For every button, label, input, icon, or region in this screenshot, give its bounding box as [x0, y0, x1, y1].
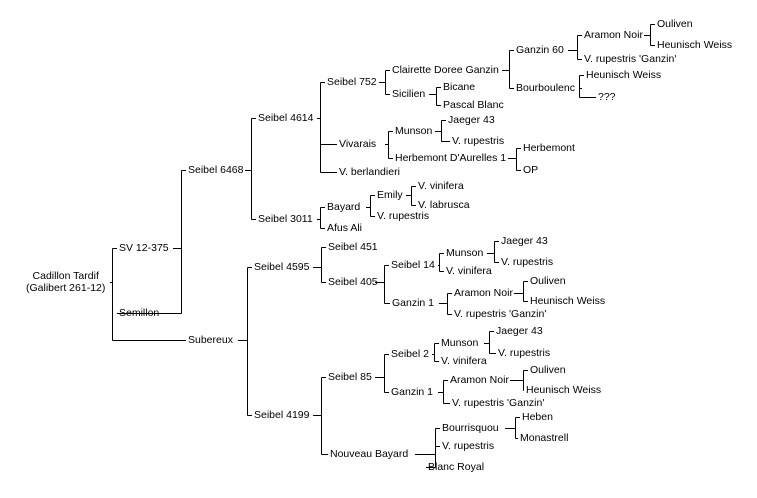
- node-ouliven: Ouliven: [657, 18, 693, 30]
- node-v-vinifera: V. vinifera: [418, 180, 464, 192]
- node-vivarais: Vivarais: [339, 138, 377, 150]
- node-seibel-4199: Seibel 4199: [254, 409, 310, 421]
- node-v-rupestris: V. rupestris: [498, 347, 551, 359]
- node-name: Cadillon Tardif: [32, 270, 99, 282]
- node-seibel-14: Seibel 14: [391, 259, 435, 271]
- node-herbemont: Herbemont: [523, 142, 575, 154]
- node-nouveau-bayard: Nouveau Bayard: [330, 448, 409, 460]
- node-v-rupestris: V. rupestris: [452, 135, 505, 147]
- node-seibel-451: Seibel 451: [328, 241, 378, 253]
- node-v-rupestris: V. rupestris: [442, 440, 495, 452]
- node-ouliven: Ouliven: [530, 364, 566, 376]
- node-munson: Munson: [395, 125, 433, 137]
- node-ouliven: Ouliven: [530, 275, 566, 287]
- node-heunisch-weiss: Heunisch Weiss: [530, 295, 606, 307]
- node-v-rupestris-ganzin: V. rupestris 'Ganzin': [454, 308, 547, 320]
- node-seibel-3011: Seibel 3011: [258, 213, 313, 225]
- node-bourrisquou: Bourrisquou: [442, 422, 499, 434]
- node-ganzin-60: Ganzin 60: [516, 44, 564, 56]
- node-sv-12-375: SV 12-375: [119, 242, 169, 254]
- node-blanc-royal: Blanc Royal: [428, 461, 485, 473]
- node-: ???: [598, 91, 616, 103]
- node-ganzin-1: Ganzin 1: [391, 386, 434, 398]
- node-seibel-4614: Seibel 4614: [258, 112, 314, 124]
- node-pascal-blanc: Pascal Blanc: [443, 99, 504, 111]
- node-ganzin-1: Ganzin 1: [392, 297, 435, 309]
- node-monastrell: Monastrell: [520, 432, 569, 444]
- node-seibel-85: Seibel 85: [328, 371, 372, 383]
- node-munson: Munson: [441, 337, 479, 349]
- node-bayard: Bayard: [327, 201, 361, 213]
- node-v-rupestris: V. rupestris: [377, 210, 430, 222]
- node-munson: Munson: [446, 247, 484, 259]
- node-seibel-405: Seibel 405: [328, 276, 378, 288]
- node-herbemont-d-aurelles-1: Herbemont D'Aurelles 1: [395, 152, 507, 164]
- node-v-rupestris-ganzin: V. rupestris 'Ganzin': [452, 397, 545, 409]
- node-afus-ali: Afus Ali: [327, 222, 363, 234]
- node-seibel-752: Seibel 752: [327, 76, 377, 88]
- node-aramon-noir: Aramon Noir: [454, 287, 513, 299]
- node-v-rupestris-ganzin: V. rupestris 'Ganzin': [584, 53, 677, 65]
- node-aramon-noir: Aramon Noir: [584, 29, 643, 41]
- node-heben: Heben: [522, 411, 553, 423]
- node-bicane: Bicane: [443, 81, 476, 93]
- node-v-vinifera: V. vinifera: [446, 265, 492, 277]
- node-heunisch-weiss: Heunisch Weiss: [526, 384, 602, 396]
- node-v-vinifera: V. vinifera: [441, 355, 487, 367]
- node-aramon-noir: Aramon Noir: [450, 374, 509, 386]
- node-cadillon-tardif: Cadillon Tardif(Galibert 261-12): [26, 270, 105, 294]
- node-semillon: Semillon: [119, 307, 160, 319]
- node-op: OP: [523, 164, 539, 176]
- node-note: (Galibert 261-12): [26, 282, 106, 294]
- node-v-berlandieri: V. berlandieri: [339, 166, 400, 178]
- node-v-labrusca: V. labrusca: [418, 199, 470, 211]
- node-heunisch-weiss: Heunisch Weiss: [586, 69, 662, 81]
- node-subereux: Subereux: [188, 334, 233, 346]
- node-jaeger-43: Jaeger 43: [448, 114, 495, 126]
- node-clairette-doree-ganzin: Clairette Doree Ganzin: [392, 64, 499, 76]
- node-emily: Emily: [377, 189, 403, 201]
- node-bourboulenc: Bourboulenc: [516, 82, 575, 94]
- node-sicilien: Sicilien: [392, 88, 426, 100]
- node-seibel-6468: Seibel 6468: [188, 164, 244, 176]
- node-seibel-4595: Seibel 4595: [254, 261, 310, 273]
- node-seibel-2: Seibel 2: [391, 348, 429, 360]
- node-heunisch-weiss: Heunisch Weiss: [657, 39, 733, 51]
- node-jaeger-43: Jaeger 43: [496, 325, 543, 337]
- node-jaeger-43: Jaeger 43: [501, 235, 548, 247]
- node-v-rupestris: V. rupestris: [501, 256, 554, 268]
